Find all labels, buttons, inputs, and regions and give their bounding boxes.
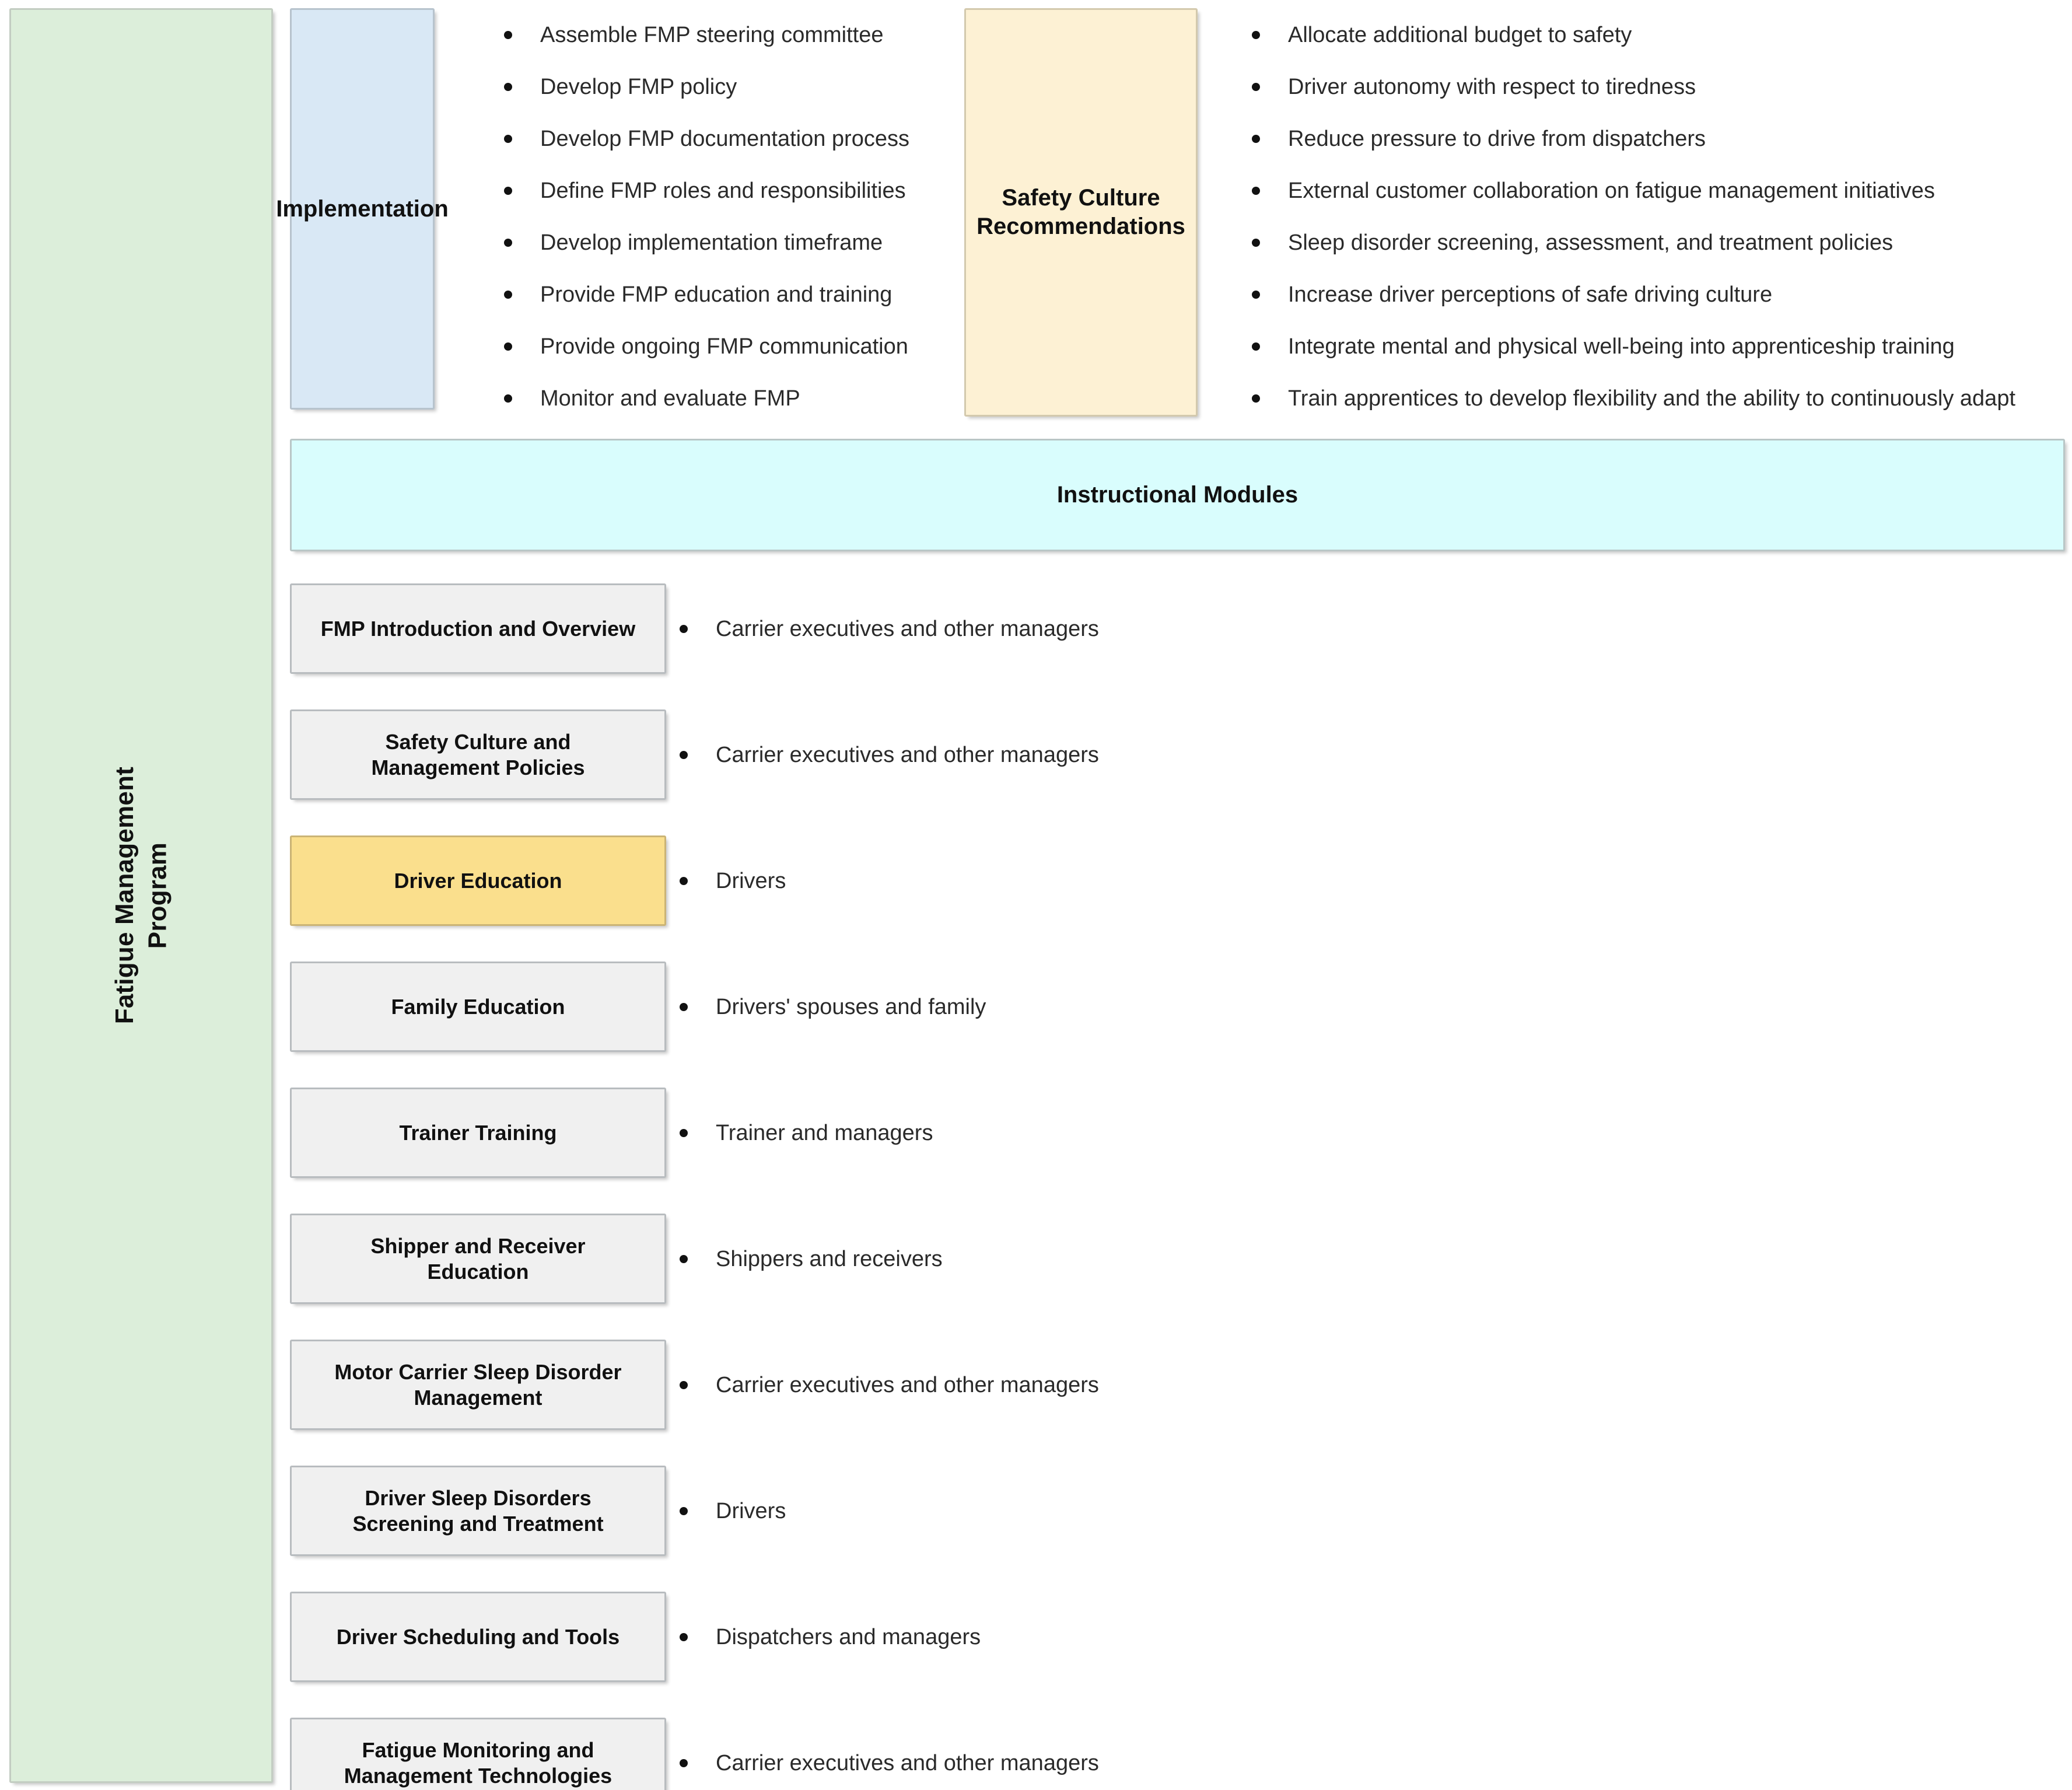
implementation-label: Implementation [276, 195, 449, 222]
module-row: Driver Sleep Disorders Screening and Tre… [290, 1466, 1807, 1556]
module-row: Driver Education Drivers [290, 835, 1807, 926]
module-box[interactable]: Safety Culture and Management Policies [290, 709, 666, 800]
module-title: Driver Education [394, 868, 562, 893]
implementation-bullet-item: Provide FMP education and training [501, 268, 909, 320]
module-audience: Shippers and receivers [675, 1248, 943, 1270]
module-audience: Trainer and managers [675, 1122, 933, 1144]
module-title: Trainer Training [399, 1120, 557, 1145]
fatigue-management-program-box: Fatigue Management Program [9, 8, 273, 1783]
module-row: Fatigue Monitoring and Management Techno… [290, 1718, 1807, 1790]
module-row: Motor Carrier Sleep Disorder Management C… [290, 1340, 1807, 1430]
module-row: Shipper and Receiver Education Shippers a… [290, 1214, 1807, 1304]
module-title: Shipper and Receiver Education [370, 1233, 586, 1284]
module-audience: Dispatchers and managers [675, 1626, 981, 1648]
module-audience: Carrier executives and other managers [675, 1752, 1099, 1774]
module-box[interactable]: Shipper and Receiver Education [290, 1214, 666, 1304]
safety-culture-recommendations-label: Safety Culture Recommendations [977, 185, 1185, 239]
implementation-bullet-item: Develop FMP documentation process [501, 113, 909, 165]
implementation-bullet-item: Develop FMP policy [501, 61, 909, 113]
module-box[interactable]: Driver Scheduling and Tools [290, 1592, 666, 1682]
safety-culture-bullet-item: Increase driver perceptions of safe driv… [1248, 268, 2015, 320]
safety-culture-bullet-item: Train apprentices to develop flexibility… [1248, 372, 2015, 424]
module-box[interactable]: Driver Sleep Disorders Screening and Tre… [290, 1466, 666, 1556]
module-title: Safety Culture and Management Policies [371, 729, 585, 779]
safety-culture-recommendations-box: Safety Culture Recommendations [964, 8, 1198, 417]
module-title: Fatigue Monitoring and Management Techno… [344, 1737, 612, 1788]
implementation-box: Implementation [276, 8, 449, 410]
module-audience: Drivers [675, 1500, 786, 1522]
fatigue-management-program-label: Fatigue Management Program [110, 767, 172, 1025]
module-row: Family Education Drivers' spouses and fam… [290, 962, 1807, 1052]
safety-culture-bullet-item: Allocate additional budget to safety [1248, 9, 2015, 61]
instructional-modules-banner: Instructional Modules [290, 439, 2065, 551]
module-audience: Carrier executives and other managers [675, 1374, 1099, 1396]
safety-culture-bullet-item: Driver autonomy with respect to tirednes… [1248, 61, 2015, 113]
implementation-bullet-item: Monitor and evaluate FMP [501, 372, 909, 424]
module-title: Family Education [391, 994, 565, 1019]
module-title: Driver Scheduling and Tools [336, 1624, 620, 1649]
implementation-bullet-item: Develop implementation timeframe [501, 216, 909, 268]
module-row: FMP Introduction and Overview Carrier exe… [290, 583, 1807, 674]
module-box[interactable]: Driver Education [290, 835, 666, 926]
module-box[interactable]: Motor Carrier Sleep Disorder Management [290, 1340, 666, 1430]
module-audience: Carrier executives and other managers [675, 744, 1099, 766]
safety-culture-bullet-item: External customer collaboration on fatig… [1248, 165, 2015, 216]
module-title: FMP Introduction and Overview [320, 616, 636, 641]
module-audience: Drivers [675, 870, 786, 892]
module-row: Safety Culture and Management Policies Ca… [290, 709, 1807, 800]
module-box[interactable]: Family Education [290, 962, 666, 1052]
module-box[interactable]: FMP Introduction and Overview [290, 583, 666, 674]
implementation-bullet-item: Provide ongoing FMP communication [501, 320, 909, 372]
module-title: Motor Carrier Sleep Disorder Management [334, 1359, 622, 1410]
module-title: Driver Sleep Disorders Screening and Tre… [352, 1485, 604, 1536]
module-audience: Drivers' spouses and family [675, 996, 986, 1018]
module-box[interactable]: Trainer Training [290, 1088, 666, 1178]
module-box[interactable]: Fatigue Monitoring and Management Techno… [290, 1718, 666, 1790]
safety-culture-bullet-item: Sleep disorder screening, assessment, an… [1248, 216, 2015, 268]
implementation-bullet-item: Assemble FMP steering committee [501, 9, 909, 61]
safety-culture-bullet-item: Integrate mental and physical well-being… [1248, 320, 2015, 372]
module-row: Driver Scheduling and Tools Dispatchers a… [290, 1592, 1807, 1682]
module-row: Trainer Training Trainer and managers [290, 1088, 1807, 1178]
instructional-modules-title: Instructional Modules [1056, 482, 1298, 508]
implementation-bullet-item: Define FMP roles and responsibilities [501, 165, 909, 216]
module-audience: Carrier executives and other managers [675, 618, 1099, 640]
safety-culture-bullet-item: Reduce pressure to drive from dispatcher… [1248, 113, 2015, 165]
